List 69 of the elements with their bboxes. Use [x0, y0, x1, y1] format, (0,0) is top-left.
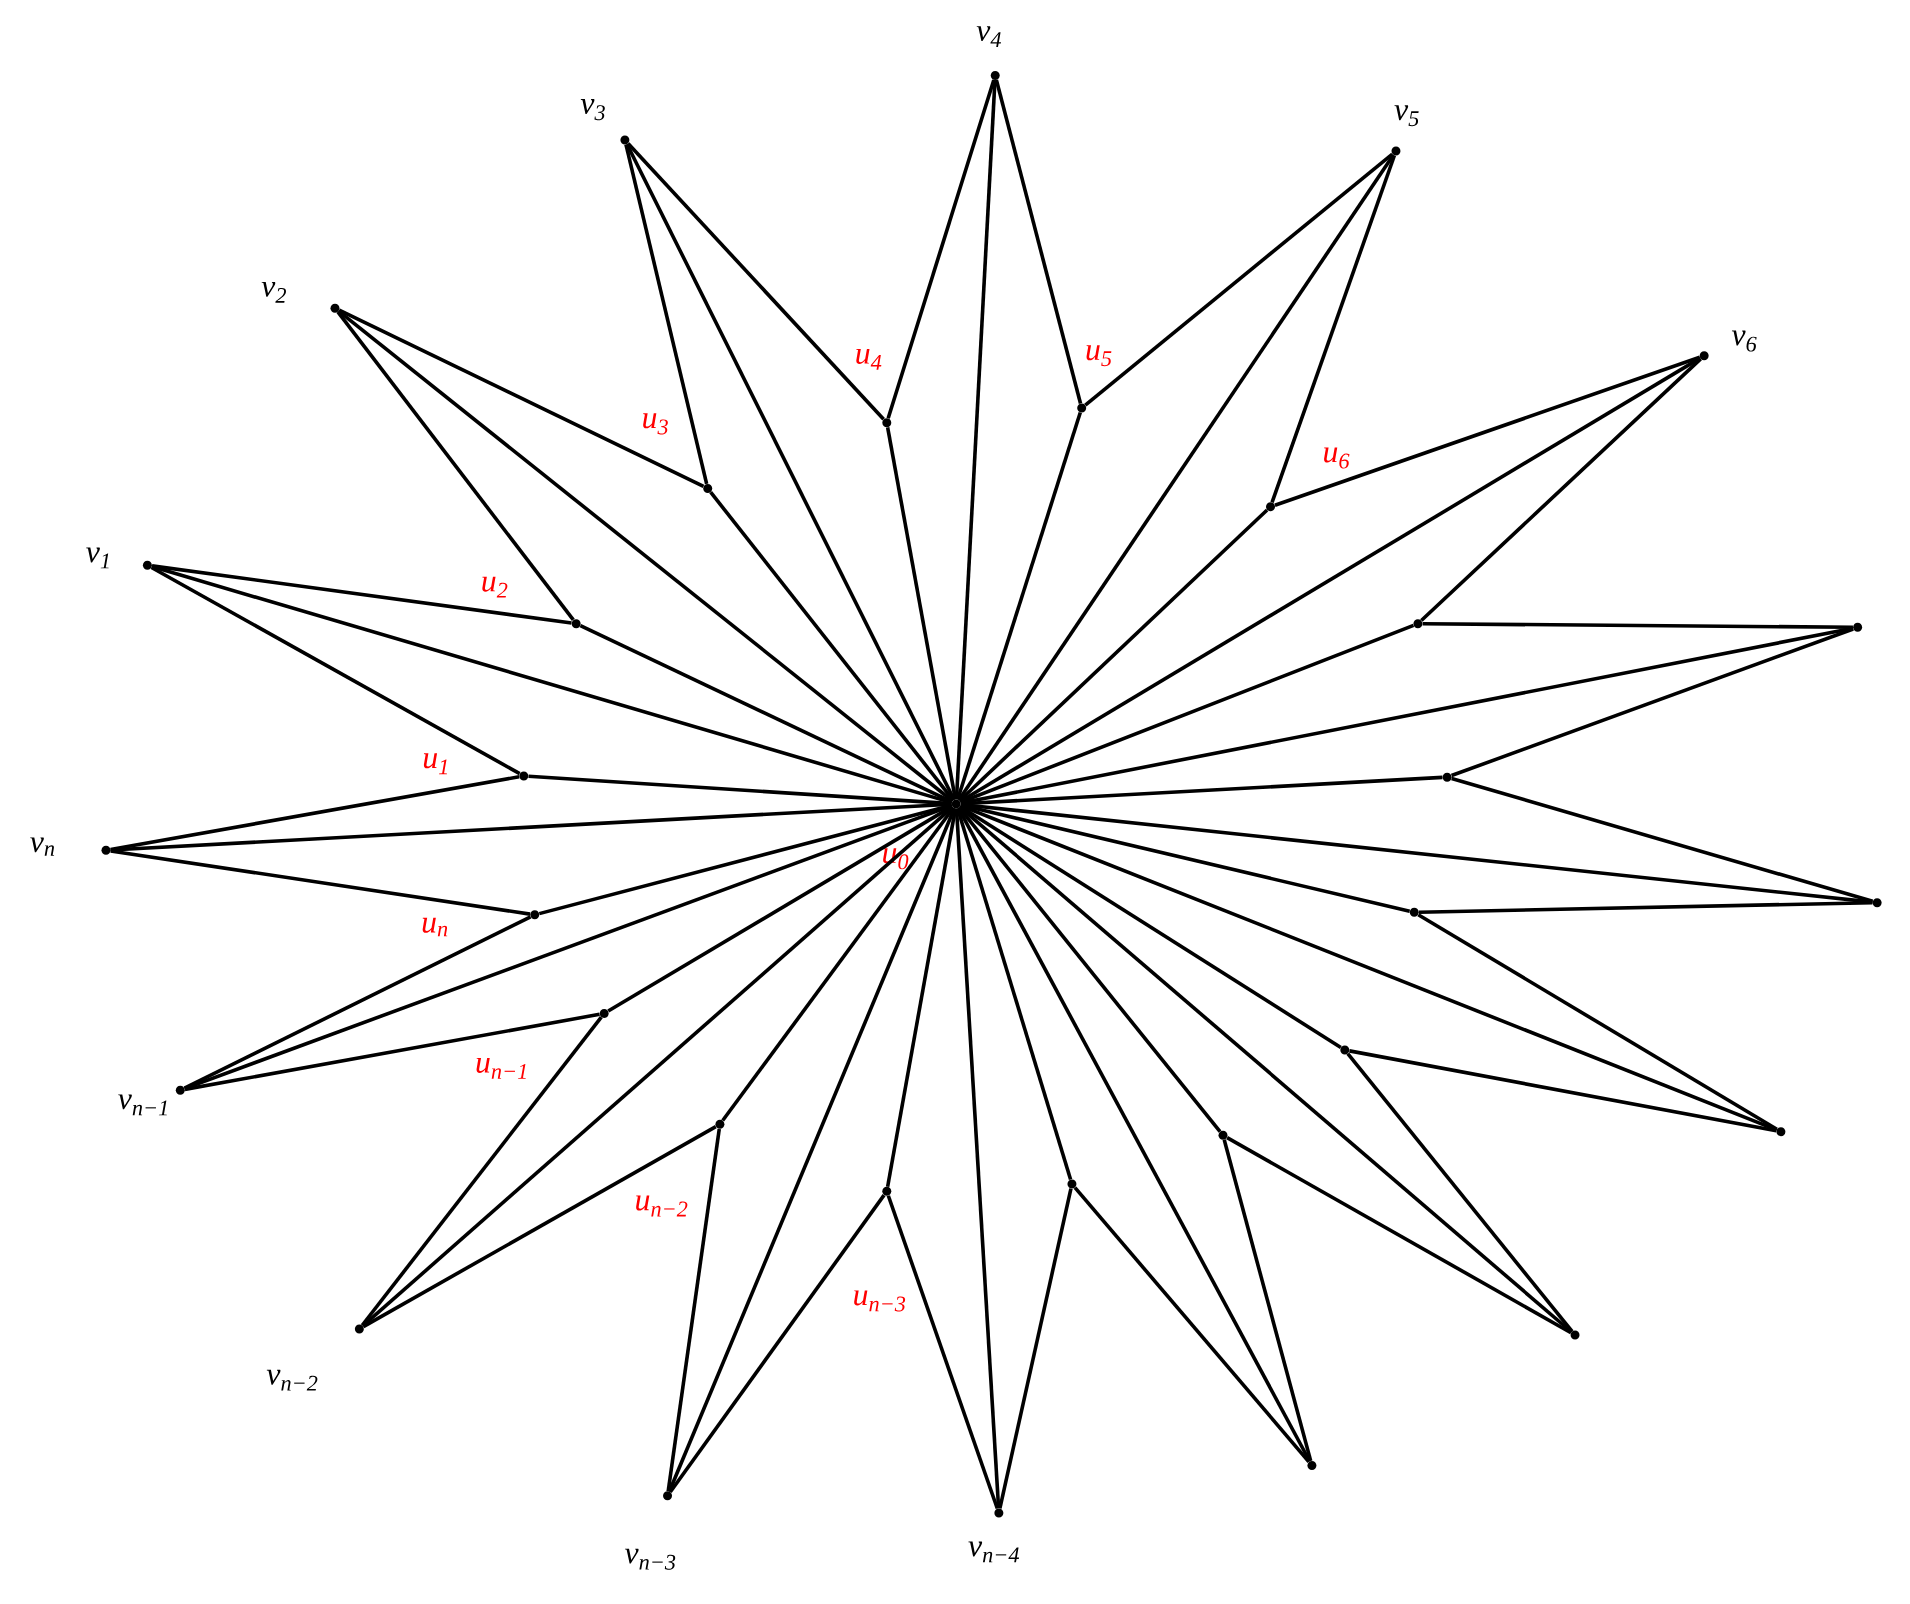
edge-line — [362, 1124, 717, 1329]
edge-line — [668, 1193, 886, 1493]
edge-line — [1420, 357, 1702, 622]
edge-line — [528, 774, 952, 806]
edge-line — [960, 803, 1411, 913]
vertex-label: v$_{6}$ — [1731, 330, 1757, 352]
edge-line — [1226, 1135, 1572, 1335]
vertex-label: u$_{1}$ — [423, 753, 447, 775]
edge-line — [959, 623, 1415, 804]
edge-line — [1451, 776, 1874, 903]
edge-line — [110, 774, 520, 852]
edge-line — [1349, 1049, 1777, 1133]
vertex-label: u$_{2}$ — [482, 576, 508, 598]
edge-line — [338, 308, 705, 488]
edge-line — [1346, 1052, 1574, 1333]
edge-line — [110, 849, 531, 916]
vertex-label: v$_{n}$ — [30, 837, 55, 856]
vertex-label: v$_{n−4}$ — [968, 1541, 1019, 1563]
edge-line — [336, 310, 575, 621]
edge-line — [150, 565, 521, 776]
edge-line — [360, 1015, 603, 1327]
edge-line — [1222, 1139, 1313, 1462]
vertex-label: v$_{n−1}$ — [118, 1094, 167, 1116]
edge-line — [1422, 621, 1853, 629]
edge-line — [721, 806, 955, 1122]
vertex-label: v$_{3}$ — [580, 98, 605, 121]
edge-line — [994, 79, 1083, 404]
edge-line — [626, 142, 885, 421]
edge-line — [709, 490, 955, 802]
vertex-label: u$_{5}$ — [1086, 345, 1112, 367]
vertex-label: v$_{n−2}$ — [266, 1369, 318, 1391]
vertex-label: u$_{n−3}$ — [854, 1290, 906, 1312]
vertex-label: u$_{3}$ — [643, 413, 668, 435]
edge-line — [957, 806, 1222, 1133]
edge-line — [998, 1188, 1073, 1509]
edge-line — [538, 803, 953, 916]
edge-line — [886, 1195, 999, 1509]
edge-line — [183, 915, 532, 1090]
edge-line — [885, 808, 958, 1187]
edge-line — [151, 563, 572, 625]
edge-line — [885, 426, 958, 800]
edge-line — [886, 79, 996, 419]
edge-line — [958, 508, 1269, 802]
edge-line — [1450, 627, 1854, 778]
vertex-label: u$_{n−2}$ — [636, 1195, 688, 1217]
edge-line — [666, 1128, 722, 1492]
edge-line — [624, 144, 709, 485]
edge-line — [1270, 154, 1397, 503]
vertex-label: u$_{6}$ — [1324, 447, 1350, 469]
edge-line — [1084, 152, 1394, 407]
vertex-label: v$_{1}$ — [86, 547, 109, 569]
edge-line — [1418, 900, 1873, 914]
vertex-label: v$_{5}$ — [1394, 105, 1419, 127]
edge-line — [184, 1012, 600, 1092]
vertex-label: v$_{2}$ — [261, 281, 286, 303]
vertex-label: v$_{n−3}$ — [624, 1548, 676, 1570]
edge-line — [955, 411, 1082, 800]
vertex-label: v$_{4}$ — [976, 26, 1001, 47]
edge-line — [955, 807, 1073, 1180]
edge-line — [1073, 1186, 1311, 1463]
edge-line — [959, 804, 1342, 1049]
edge-line — [960, 775, 1443, 806]
edge-line — [607, 804, 954, 1013]
vertex-label: u$_{n}$ — [422, 917, 448, 937]
vertex-label: u$_{4}$ — [856, 348, 882, 370]
edge-line — [579, 623, 953, 804]
edge-line — [1417, 913, 1778, 1131]
vertex-label: u$_{n−1}$ — [476, 1057, 526, 1079]
edge-line — [1274, 355, 1701, 507]
